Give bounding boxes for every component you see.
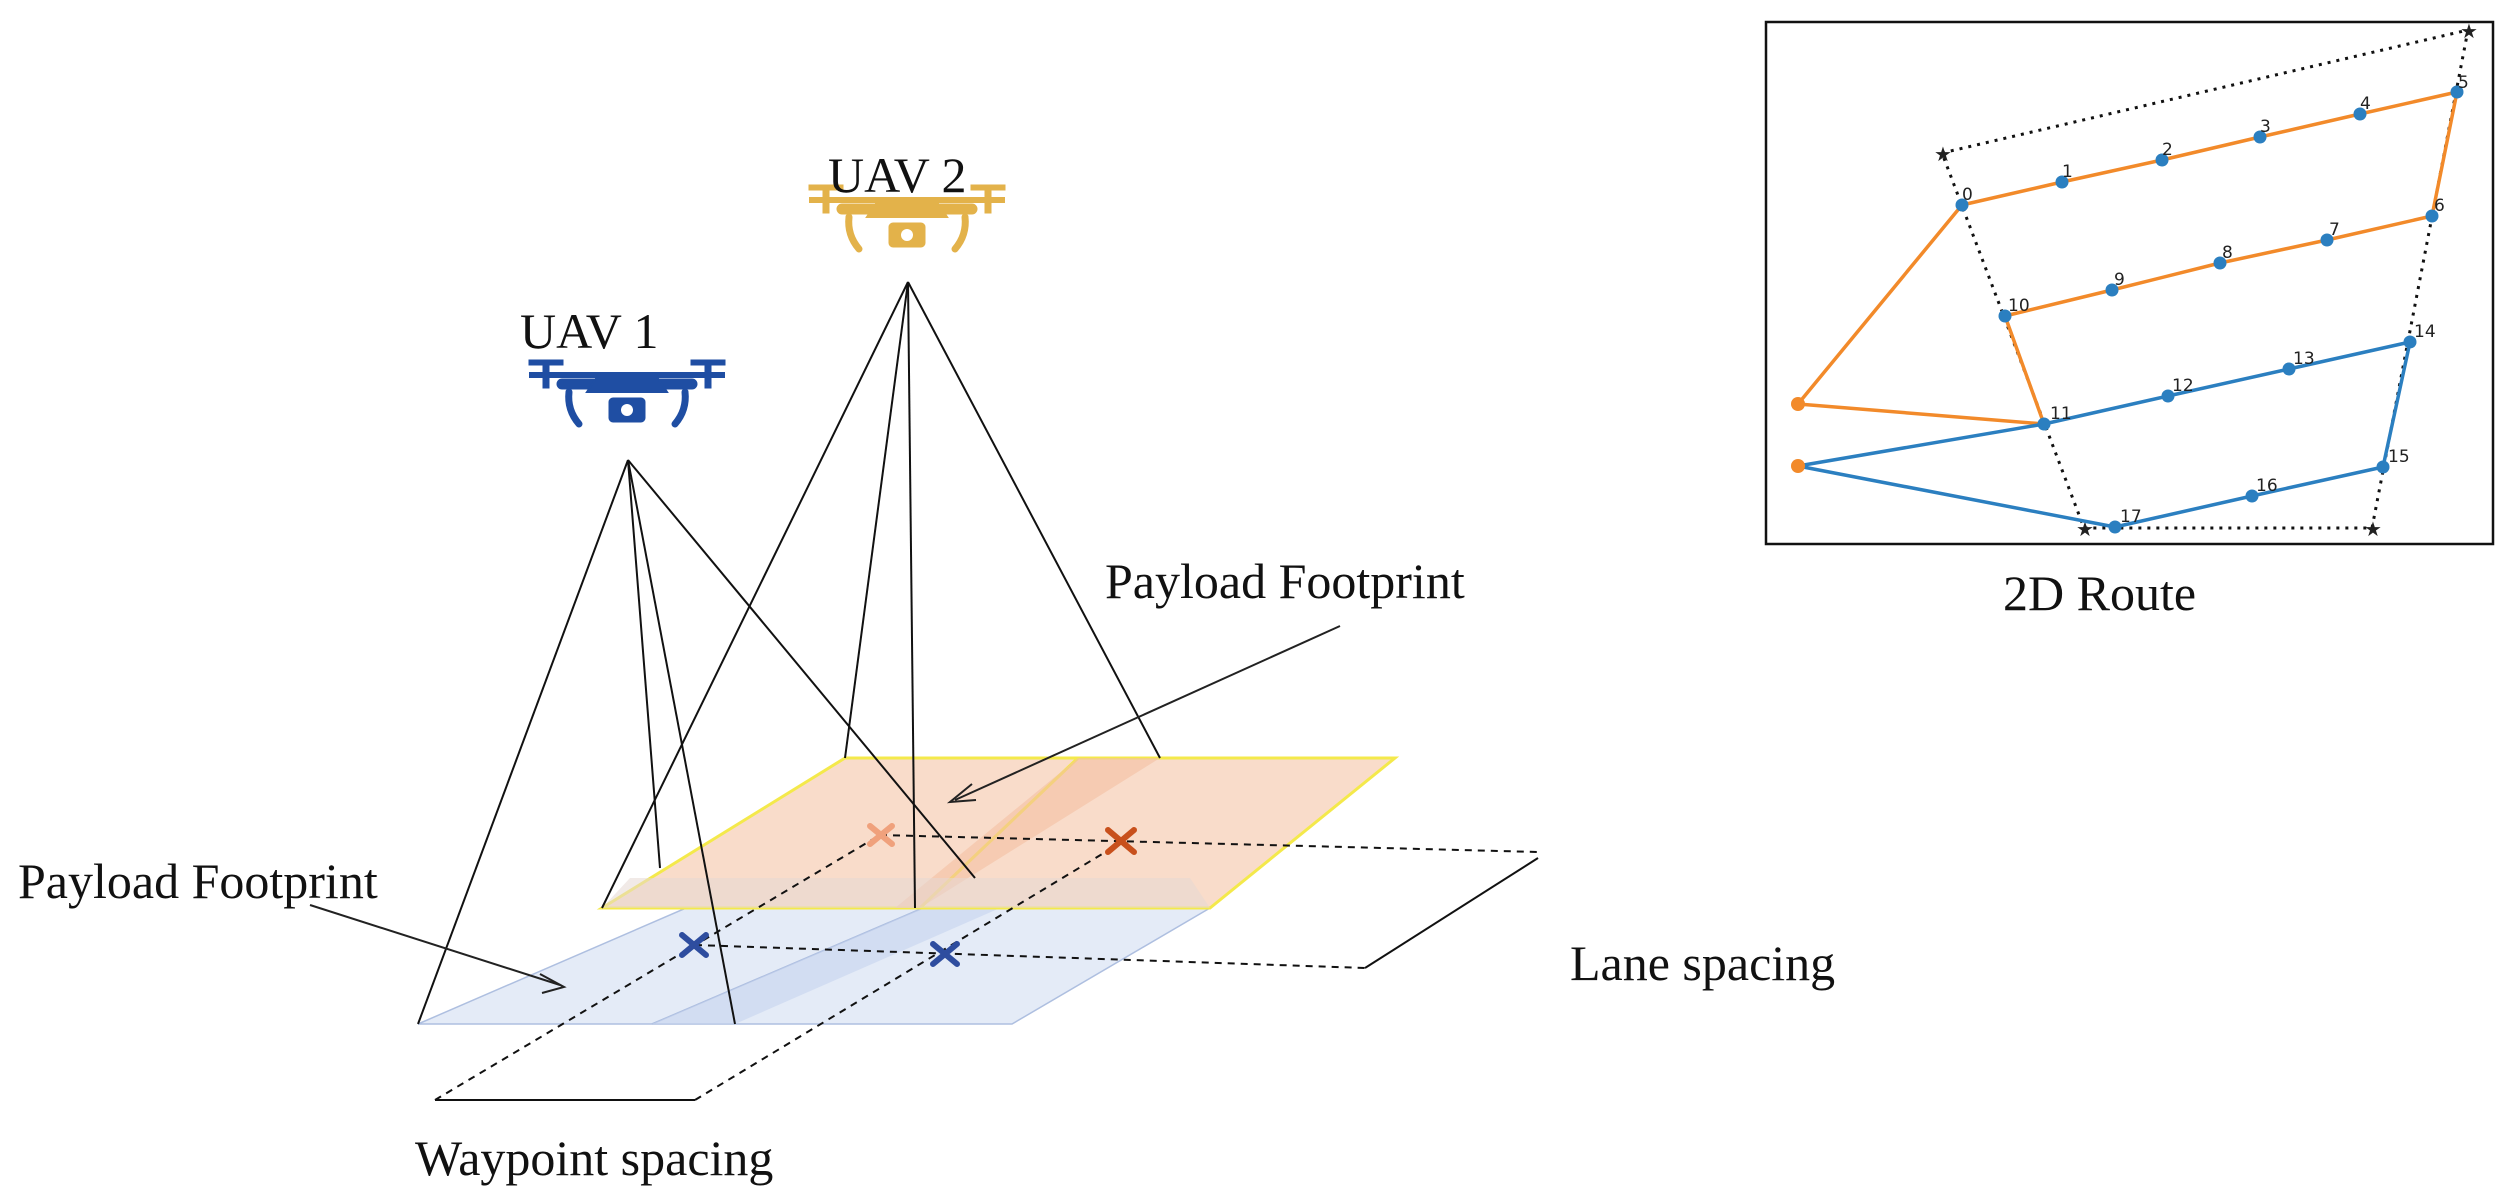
payload-footprint-label-right: Payload Footprint [1105,553,1465,609]
waypoint-dot-8 [2213,256,2227,270]
uav1-view-lines [417,459,976,1025]
uav1-label: UAV 1 [520,303,658,359]
lane-spacing-bracket [1364,857,1539,969]
lane-lines [434,834,1539,1101]
waypoint-label: 3 [2260,117,2271,137]
lane-line-orange [879,834,1539,853]
waypoint-dot-6 [2425,209,2439,223]
drone-icon [808,184,1006,253]
waypoint-cross-blue-2 [930,941,960,967]
uav2-label: UAV 2 [828,147,966,203]
footprint-orange-overlap [895,758,1160,908]
waypoint-label: 5 [2458,73,2469,93]
waypoint-label: 10 [2008,296,2030,316]
waypoint-dot-12 [2161,389,2175,403]
route-caption: 2D Route [2003,565,2196,621]
boundary-star-1: ★ [1934,142,1952,166]
route-orange-path [1796,90,2459,426]
payload-footprint-label-left: Payload Footprint [18,853,378,909]
footprint-blue-overlap [652,908,1000,1024]
waypoint-dot-16 [2245,489,2259,503]
waypoint-cross-blue-1 [679,932,709,958]
waypoint-cross-orange-2 [1105,827,1137,855]
waypoint-dot-13 [2282,362,2296,376]
route-inset: ★ ★ ★ ★ [1764,19,2495,621]
waypoint-label: 2 [2162,140,2173,160]
waypoint-label: 14 [2414,322,2436,342]
pointer-left [309,904,561,986]
waypoint-label: 0 [1962,185,1973,205]
coverage-scene: UAV 1 UAV 2 Payload Footprint Payload Fo… [18,147,1835,1186]
waypoint-label: 15 [2388,447,2410,467]
waypoint-label: 9 [2114,270,2125,290]
pointer-right [954,625,1341,801]
waypoint-dot-7 [2320,233,2334,247]
waypoint-dot-2 [2155,153,2169,167]
footprint-orange-ground [602,878,1210,908]
waypoint-line-1 [434,834,881,1101]
uav2-view-lines [601,281,1161,909]
waypoint-dot-4 [2353,107,2367,121]
waypoint-label: 4 [2360,94,2371,114]
pointer-left-head [539,973,567,994]
waypoint-label: 16 [2256,476,2278,496]
route-waypoint-labels: 0 1 2 3 4 5 6 7 8 9 10 11 12 13 14 15 16… [1962,73,2469,527]
footprint-pointers [309,625,1341,994]
waypoint-line-2 [694,841,1123,1101]
waypoint-dot-15 [2376,460,2390,474]
waypoint-label: 8 [2222,243,2233,263]
waypoint-label: 11 [2050,404,2072,424]
boundary-star-3: ★ [2364,517,2382,541]
waypoint-label: 1 [2062,162,2073,182]
waypoint-dot-11 [2037,417,2051,431]
waypoint-cross-orange-1 [867,823,895,847]
waypoint-dot-14 [2403,335,2417,349]
route-waypoints [1955,85,2464,534]
waypoint-dot-10 [1998,309,2012,323]
waypoint-label: 17 [2120,507,2142,527]
waypoint-dot-3 [2253,130,2267,144]
pointer-right-head [946,783,977,804]
waypoint-label: 7 [2329,220,2340,240]
waypoint-markers [679,823,1137,967]
footprint-blue [417,907,1213,1025]
waypoint-dot-0 [1955,198,1969,212]
waypoint-label: 6 [2434,196,2445,216]
waypoint-label: 12 [2172,376,2194,396]
route-frame [1764,20,2495,546]
waypoint-label: 13 [2293,349,2315,369]
waypoint-spacing-label: Waypoint spacing [415,1130,773,1186]
route-orange-start [1791,397,1805,411]
spacing-brackets [435,857,1539,1101]
drone-icon [528,359,726,428]
boundary-corners: ★ ★ ★ ★ [1934,19,2478,541]
waypoint-dot-1 [2055,175,2069,189]
waypoint-dot-5 [2450,85,2464,99]
boundary-star-2: ★ [2460,19,2478,43]
waypoint-dot-17 [2108,520,2122,534]
waypoint-dot-9 [2105,283,2119,297]
route-blue-start [1791,459,1805,473]
lane-spacing-label: Lane spacing [1570,935,1835,991]
